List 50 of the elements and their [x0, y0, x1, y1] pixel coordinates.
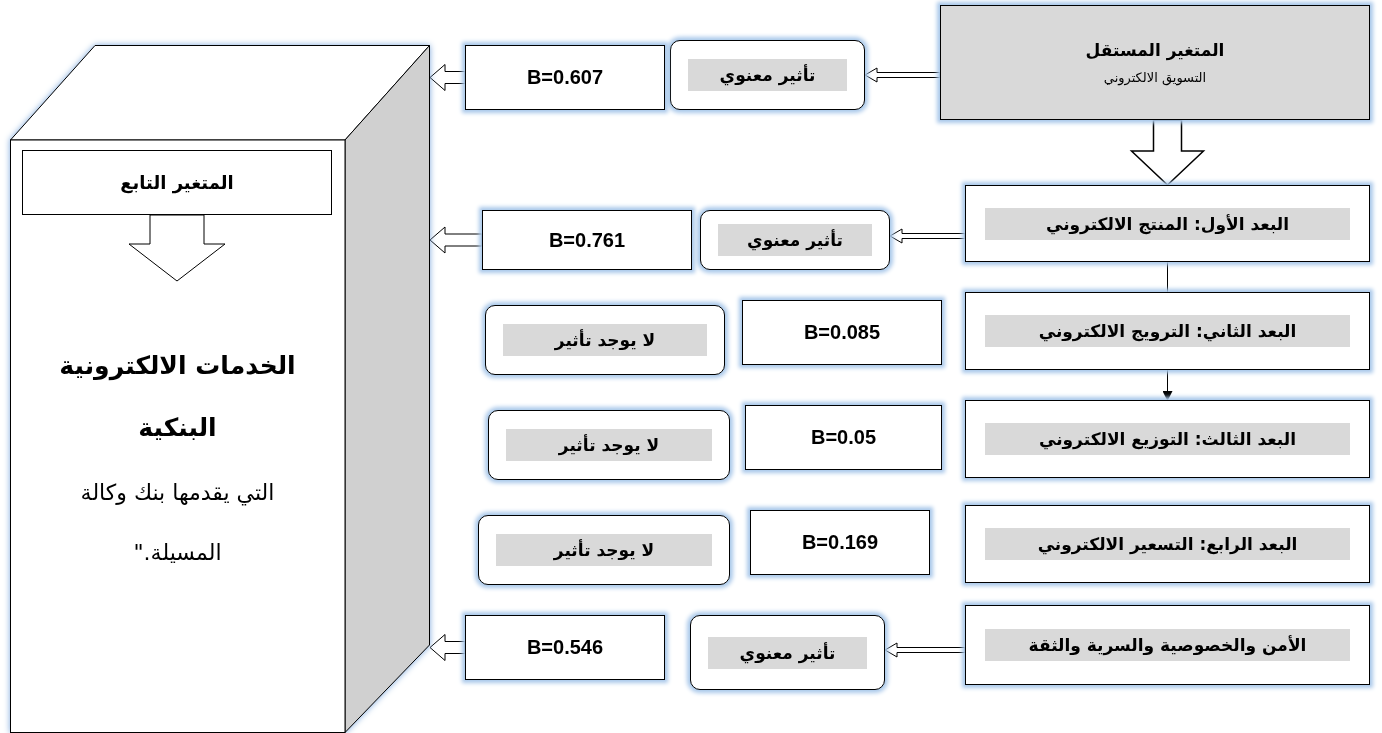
body-text: التسويق الالكتروني [1103, 70, 1207, 85]
value-box [465, 45, 665, 110]
effect-box [670, 40, 865, 110]
value-box [465, 615, 665, 680]
value-text: B=0.169 [801, 531, 879, 554]
value-box [742, 300, 942, 365]
body-text: التي يقدمها بنك وكالة المسيلة." [79, 479, 276, 567]
effect-box [485, 305, 725, 375]
label-strip: تأثير معنوي [718, 224, 872, 256]
label-strip: البعد الثاني: الترويج الالكتروني [985, 315, 1350, 347]
arrow [128, 214, 226, 282]
dimension-box [965, 400, 1370, 478]
value-text: B=0.607 [526, 66, 604, 89]
value-box [482, 210, 692, 270]
label-strip: لا يوجد تأثير [506, 429, 712, 461]
effect-box [700, 210, 890, 270]
arrow [864, 67, 941, 83]
label-strip: البعد الأول: المنتج الالكتروني [985, 207, 1350, 240]
label-strip: البعد الثالث: التوزيع الالكتروني [985, 423, 1350, 455]
variable-box [940, 5, 1370, 120]
heading-text: المتغير التابع [120, 172, 234, 193]
label-strip: البعد الرابع: التسعير الالكتروني [985, 528, 1350, 560]
effect-box [690, 615, 885, 690]
arrow [429, 634, 466, 661]
label-strip: تأثير معنوي [708, 636, 867, 669]
label-strip: الأمن والخصوصية والسرية والثقة [985, 629, 1350, 661]
header-box [22, 150, 332, 215]
dimension-box [965, 505, 1370, 583]
value-box [745, 405, 942, 470]
dimension-box [965, 292, 1370, 370]
effect-box [478, 515, 730, 585]
value-text: B=0.546 [526, 636, 604, 659]
value-text: B=0.085 [803, 321, 881, 344]
label-strip: لا يوجد تأثير [503, 324, 707, 356]
arrow [884, 642, 966, 658]
dimension-box [965, 605, 1370, 685]
arrow [1129, 119, 1206, 187]
arrow [429, 226, 483, 254]
effect-box [488, 410, 730, 480]
arrow [1162, 369, 1173, 401]
heading-text: المتغير المستقل [1085, 40, 1225, 60]
label-strip: لا يوجد تأثير [496, 534, 712, 566]
arrow [889, 228, 966, 244]
value-text: B=0.761 [548, 228, 626, 252]
dimension-box [965, 185, 1370, 262]
heading-text: الخدمات الالكترونية البنكية [58, 350, 297, 444]
value-text: B=0.05 [810, 426, 877, 449]
arrow [429, 64, 466, 91]
label-strip: تأثير معنوي [688, 59, 847, 91]
value-box [750, 510, 930, 575]
